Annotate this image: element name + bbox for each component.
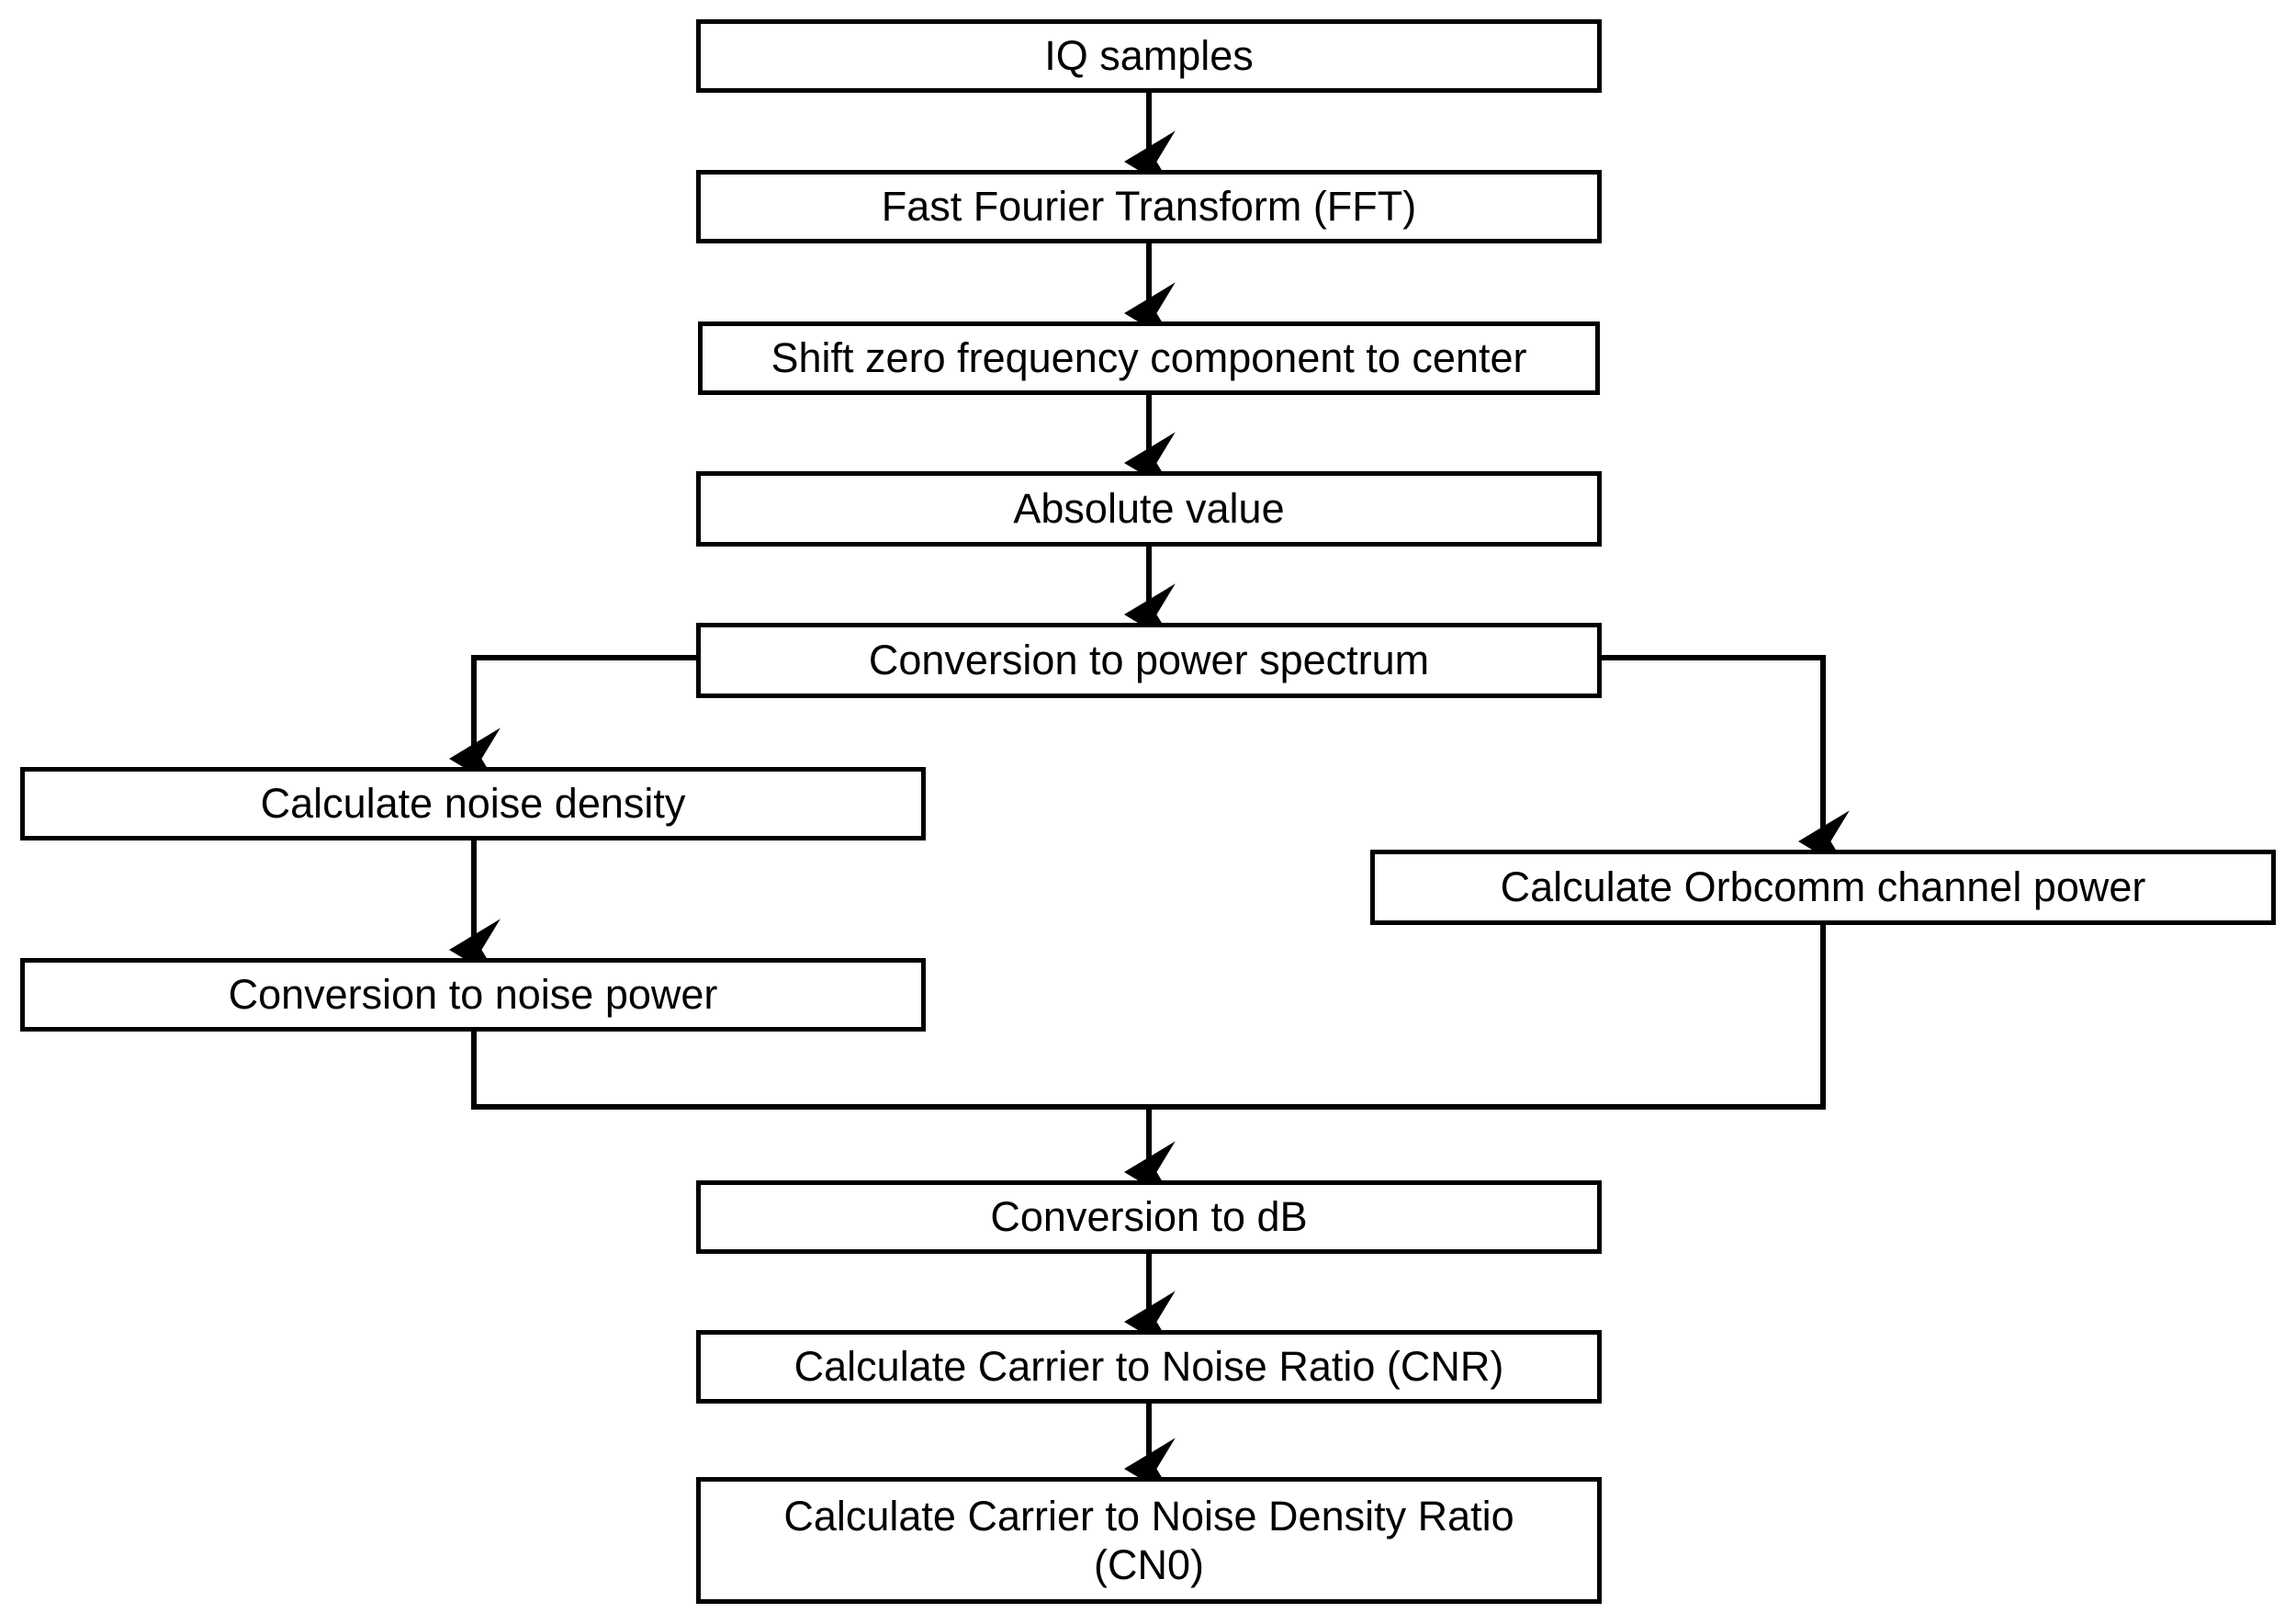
node-calculate-orbcomm-channel-power-label: Calculate Orbcomm channel power bbox=[1500, 863, 2146, 911]
node-absolute-value[interactable]: Absolute value bbox=[696, 471, 1602, 547]
node-calculate-cnr[interactable]: Calculate Carrier to Noise Ratio (CNR) bbox=[696, 1330, 1602, 1404]
node-fast-fourier-transform[interactable]: Fast Fourier Transform (FFT) bbox=[696, 170, 1602, 243]
node-conversion-to-noise-power[interactable]: Conversion to noise power bbox=[20, 958, 926, 1032]
node-calculate-noise-density[interactable]: Calculate noise density bbox=[20, 767, 926, 840]
node-calculate-noise-density-label: Calculate noise density bbox=[260, 780, 686, 828]
node-iq-samples[interactable]: IQ samples bbox=[696, 19, 1602, 93]
node-calculate-cnr-label: Calculate Carrier to Noise Ratio (CNR) bbox=[793, 1343, 1504, 1391]
connector-power-spectrum-to-orbcomm bbox=[1602, 655, 1850, 873]
node-shift-zero-frequency-label: Shift zero frequency component to center bbox=[771, 334, 1527, 382]
node-absolute-value-label: Absolute value bbox=[1013, 485, 1285, 533]
node-conversion-to-db[interactable]: Conversion to dB bbox=[696, 1180, 1602, 1254]
node-shift-zero-frequency[interactable]: Shift zero frequency component to center bbox=[698, 321, 1600, 395]
connector-noise-power-to-merge-bus bbox=[471, 1032, 1149, 1110]
node-calculate-cn0-label: Calculate Carrier to Noise Density Ratio… bbox=[783, 1492, 1514, 1588]
node-conversion-to-db-label: Conversion to dB bbox=[990, 1193, 1308, 1241]
node-calculate-cn0[interactable]: Calculate Carrier to Noise Density Ratio… bbox=[696, 1477, 1602, 1604]
node-conversion-to-power-spectrum[interactable]: Conversion to power spectrum bbox=[696, 623, 1602, 698]
connector-orbcomm-to-merge-bus bbox=[1149, 925, 1826, 1110]
node-conversion-to-noise-power-label: Conversion to noise power bbox=[228, 971, 718, 1019]
connector-power-spectrum-to-noise-density bbox=[449, 655, 696, 790]
node-conversion-to-power-spectrum-label: Conversion to power spectrum bbox=[868, 637, 1430, 684]
node-iq-samples-label: IQ samples bbox=[1044, 32, 1254, 80]
node-calculate-orbcomm-channel-power[interactable]: Calculate Orbcomm channel power bbox=[1370, 850, 2276, 925]
node-fast-fourier-transform-label: Fast Fourier Transform (FFT) bbox=[881, 183, 1417, 231]
